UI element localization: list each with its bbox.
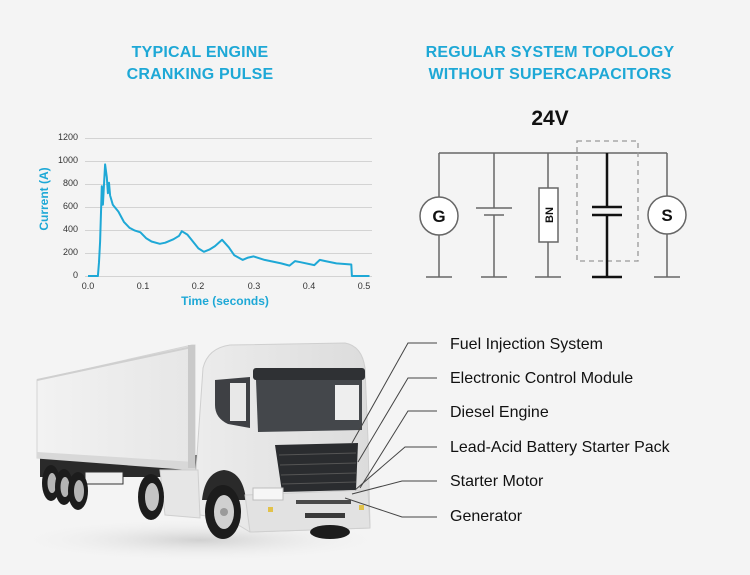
topology-title-line1: REGULAR SYSTEM TOPOLOGY [425, 44, 675, 61]
chart-title-line2: CRANKING PULSE [126, 66, 274, 83]
callout-starter-motor: Starter Motor [450, 473, 544, 490]
leader-ecm [357, 377, 437, 463]
leader-battery-pack [354, 446, 437, 491]
supercapacitor-group [576, 140, 639, 279]
x-tick: 0.3 [247, 281, 261, 291]
leader-starter-motor [351, 480, 437, 495]
truck-illustration [10, 342, 390, 562]
leader-diesel-engine [359, 410, 437, 489]
y-tick: 1000 [57, 155, 78, 165]
starter-symbol [647, 195, 687, 235]
callout-electronic-control-module: Electronic Control Module [450, 370, 634, 387]
callout-fuel-injection-system: Fuel Injection System [450, 336, 603, 353]
y-tick: 800 [62, 178, 78, 188]
voltage-label: 24V [531, 107, 569, 130]
x-tick: 0.4 [302, 281, 316, 291]
leader-fuel-injection [351, 342, 437, 444]
x-tick: 0.0 [81, 281, 95, 291]
topology-title: REGULAR SYSTEM TOPOLOGY WITHOUT SUPERCAP… [400, 42, 700, 86]
callout-generator: Generator [450, 508, 523, 525]
callout-diesel-engine: Diesel Engine [450, 404, 549, 421]
y-tick: 0 [72, 270, 78, 280]
starter-label: S [661, 206, 672, 225]
chart-title: TYPICAL ENGINE CRANKING PULSE [100, 42, 300, 86]
x-tick: 0.2 [191, 281, 205, 291]
chart-line-current [88, 163, 370, 277]
chart-title-line1: TYPICAL ENGINE [131, 44, 269, 61]
chart-gridlines [85, 138, 372, 277]
y-tick: 1200 [57, 132, 78, 142]
circuit-diagram [426, 152, 680, 278]
callout-leaders [344, 342, 437, 518]
x-tick: 0.5 [357, 281, 371, 291]
y-tick: 400 [62, 224, 78, 234]
y-tick: 200 [62, 247, 78, 257]
generator-symbol [419, 196, 459, 236]
x-tick: 0.1 [136, 281, 150, 291]
generator-label: G [432, 207, 445, 226]
x-axis-label: Time (seconds) [181, 294, 269, 308]
board-net-label: BN [544, 207, 556, 223]
callout-lead-acid-battery: Lead-Acid Battery Starter Pack [450, 439, 670, 456]
leader-generator [344, 497, 437, 518]
y-tick: 600 [62, 201, 78, 211]
topology-title-line2: WITHOUT SUPERCAPACITORS [428, 66, 672, 83]
